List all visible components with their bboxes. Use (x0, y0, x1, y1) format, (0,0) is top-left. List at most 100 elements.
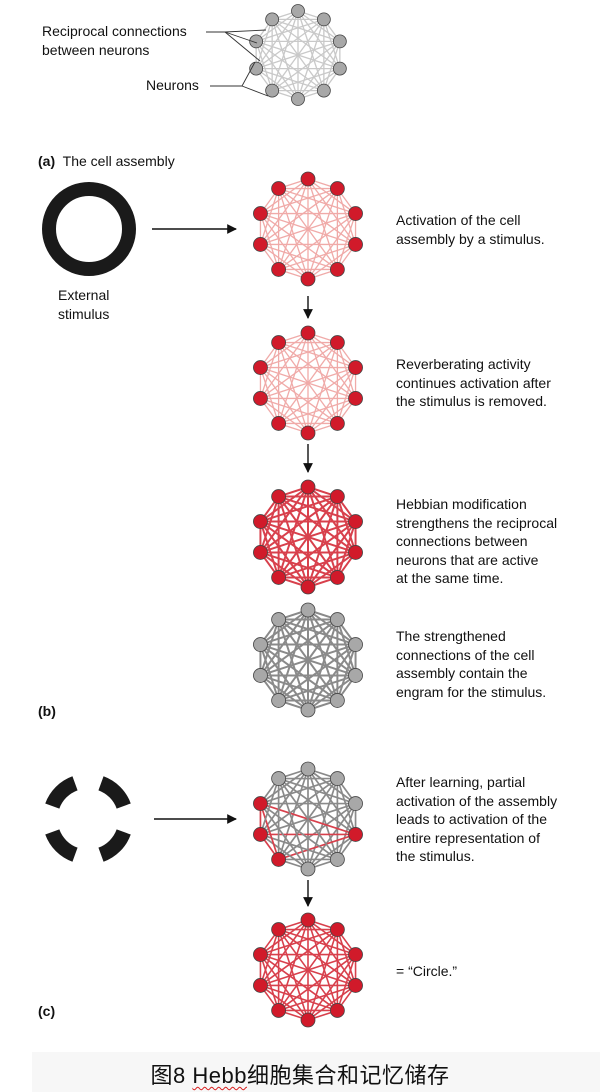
connection-edge (271, 18, 341, 43)
neuron-node (253, 796, 268, 811)
callout-line-1: Reciprocal connections (42, 23, 187, 39)
neuron-node (329, 416, 345, 431)
caption-prefix: 图8 (150, 1063, 193, 1088)
neuron-node (253, 637, 268, 652)
connection-edge (277, 929, 339, 1011)
connection-edge (260, 397, 309, 434)
neuron-node (300, 761, 316, 777)
connection-edge (259, 803, 280, 860)
connection-edge (259, 213, 309, 280)
neuron-node (300, 602, 316, 618)
connection-edge (259, 332, 309, 399)
connection-edge (278, 928, 356, 956)
neuron-node (329, 181, 345, 196)
partial-stimulus-ring (45, 776, 131, 862)
callout-line-2: between neurons (42, 41, 150, 58)
stimulus-label-line-1: External (58, 287, 110, 303)
text-line: engram for the stimulus. (396, 683, 547, 700)
connection-edge (260, 551, 338, 579)
connection-edge (255, 40, 325, 92)
connection-edge (278, 777, 357, 836)
neuron-node (249, 34, 264, 49)
connection-edge (278, 777, 356, 805)
panel-a-title: The cell assembly (62, 153, 175, 169)
connection-edge (278, 342, 356, 399)
neuron-node (316, 83, 331, 98)
neuron-node (348, 978, 363, 993)
neuron-node (271, 693, 287, 708)
connection-edge (259, 643, 338, 702)
caption-band (32, 1052, 600, 1092)
connection-edge (260, 495, 338, 523)
connection-edge (278, 928, 357, 987)
connection-edge (255, 41, 273, 91)
connection-edge (278, 833, 356, 861)
connection-edge (260, 341, 338, 369)
neuron-node (348, 514, 363, 529)
cell-assembly-partial-activation (253, 761, 363, 877)
stimulus-arc-segment (45, 829, 78, 862)
connection-edge (260, 984, 338, 1012)
connection-edge (259, 619, 280, 676)
connection-edge (278, 618, 357, 677)
neuron-node (332, 61, 347, 76)
neuron-node (348, 206, 363, 221)
neuron-node (271, 1003, 287, 1018)
connection-edge (260, 243, 338, 271)
neuron-node (348, 391, 363, 406)
connection-edge (259, 213, 280, 270)
panel-a-heading: (a) The cell assembly (38, 152, 175, 171)
connection-edge (271, 19, 299, 100)
connection-edge (259, 768, 309, 835)
text-line: Hebbian modification (396, 496, 527, 512)
connection-edge (307, 954, 357, 1021)
neuron-node (329, 489, 345, 504)
neuron-node (348, 637, 363, 652)
connection-edge (260, 777, 338, 805)
step-hebbian-text: Hebbian modification strengthens the rec… (396, 495, 557, 588)
connection-edge (259, 367, 309, 434)
connection-edge (259, 953, 338, 1012)
connection-edge (260, 397, 338, 425)
text-line: connections of the cell (396, 646, 535, 663)
step-partial-activation-text: After learning, partial activation of th… (396, 773, 557, 866)
neuron-node (329, 771, 345, 786)
connection-edge (297, 10, 341, 69)
neuron-node (300, 702, 316, 718)
cell-assembly-full-activation (253, 912, 363, 1028)
text-line: After learning, partial (396, 774, 526, 790)
connection-edge (259, 929, 280, 986)
neuron-node (271, 181, 287, 196)
text-line: assembly by a stimulus. (396, 230, 545, 247)
neuron-node (348, 237, 363, 252)
text-line: leads to activation of the (396, 811, 547, 827)
neuron-node (348, 827, 363, 842)
connection-edge (260, 213, 338, 270)
panel-a-label: (a) (38, 153, 56, 169)
text-line: entire representation of (396, 829, 540, 846)
connection-edge (259, 520, 309, 588)
neuron-node (300, 1012, 316, 1028)
neuron-node (348, 668, 363, 683)
caption-suffix: 细胞集合和记忆储存 (246, 1063, 450, 1088)
neuron-node (265, 12, 280, 27)
connection-edge (277, 778, 339, 860)
neuron-node (271, 262, 287, 277)
connection-edge (259, 367, 280, 424)
neuron-node (253, 978, 268, 993)
connection-edge (277, 496, 309, 588)
text-line: activation of the assembly (396, 792, 558, 809)
connection-edge (259, 954, 309, 1021)
connection-edge (307, 367, 357, 434)
neuron-node (348, 360, 363, 375)
callout-reciprocal-connections: Reciprocal connections between neurons (42, 22, 187, 59)
connection-edge (307, 332, 357, 399)
connection-edge (260, 243, 309, 280)
neuron-node (253, 360, 268, 375)
neuron-node (271, 612, 287, 627)
connection-edge (307, 213, 357, 280)
connection-edge (278, 187, 356, 215)
neuron-node (271, 922, 287, 937)
connection-edge (307, 520, 357, 588)
neuron-node (300, 171, 316, 187)
